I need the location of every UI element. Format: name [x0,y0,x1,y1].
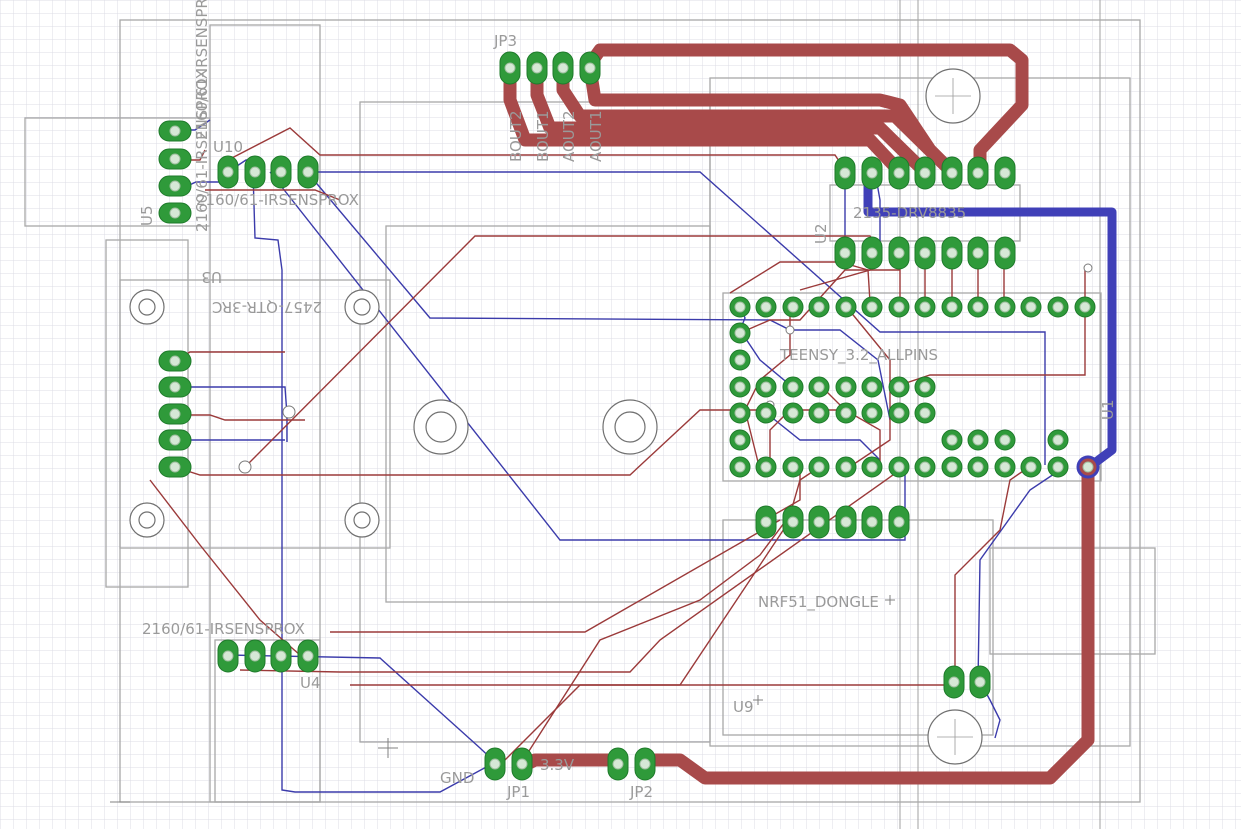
mounting-hole-bottom-right [927,709,983,765]
header-jp1[interactable] [484,747,533,781]
label-u9: U9 [733,698,754,716]
mounting-hole-top-right [925,68,981,124]
mounting-hole-u3-tl [129,289,165,325]
origin-markers [110,595,895,803]
mounting-hole-center-right [602,399,658,455]
label-gnd: GND [440,769,474,787]
mounting-holes [129,68,983,765]
label-nrf: NRF51_DONGLE [758,593,879,612]
label-jp3-pin-4: AOUT1 [587,111,605,163]
label-teensy: TEENSY_3.2_ALLPINS [779,346,938,365]
header-jp2[interactable] [607,747,656,781]
label-u3-value: 2457-QTR-3RC [212,298,322,316]
mounting-hole-center-left [413,399,469,455]
label-jp3: JP3 [493,32,517,50]
nrf-dongle-pads[interactable] [755,505,910,539]
driver-u2-pads[interactable] [834,156,1016,270]
label-u5-value-a: 2160/61-IRSENSPROX [193,0,211,140]
mounting-hole-u3-bl [129,502,165,538]
mounting-hole-u3-tr [344,289,380,325]
label-u4-name: U4 [300,674,321,692]
bottom-layer-traces [175,119,1061,793]
label-jp3-pin-3: AOUT2 [560,111,578,163]
sensor-u10-pads[interactable] [217,155,319,189]
label-jp1-value: 3.3V [540,756,575,774]
header-jp3[interactable] [499,51,601,85]
teensy-u1-pads[interactable] [729,296,1100,479]
label-u10-value: 2160/61-IRSENSPROX [196,191,359,209]
label-u3-name: U3 [201,268,222,286]
vias [238,263,1093,474]
sensor-u5-pads[interactable] [158,120,192,224]
mounting-hole-u3-br [344,502,380,538]
label-jp3-pin-2: BOUT1 [534,110,552,162]
label-jp2: JP2 [629,783,653,801]
u9-pads[interactable] [943,665,991,699]
label-u5-name: U5 [138,205,156,226]
sensor-u3-pads[interactable] [158,350,192,478]
label-u10-name: U10 [213,138,243,156]
label-u2-value: 2135-DRV8835 [853,204,966,222]
label-u1: U1 [1099,399,1117,420]
label-u2-name: U2 [812,223,830,244]
label-jp1: JP1 [506,783,530,801]
label-u5-value-b: 2160/61-IRSENSPROX [193,69,211,232]
sensor-u4-pads[interactable] [217,639,319,673]
label-u4-value: 2160/61-IRSENSPROX [142,620,305,638]
label-jp3-pin-1: BOUT2 [507,110,525,162]
